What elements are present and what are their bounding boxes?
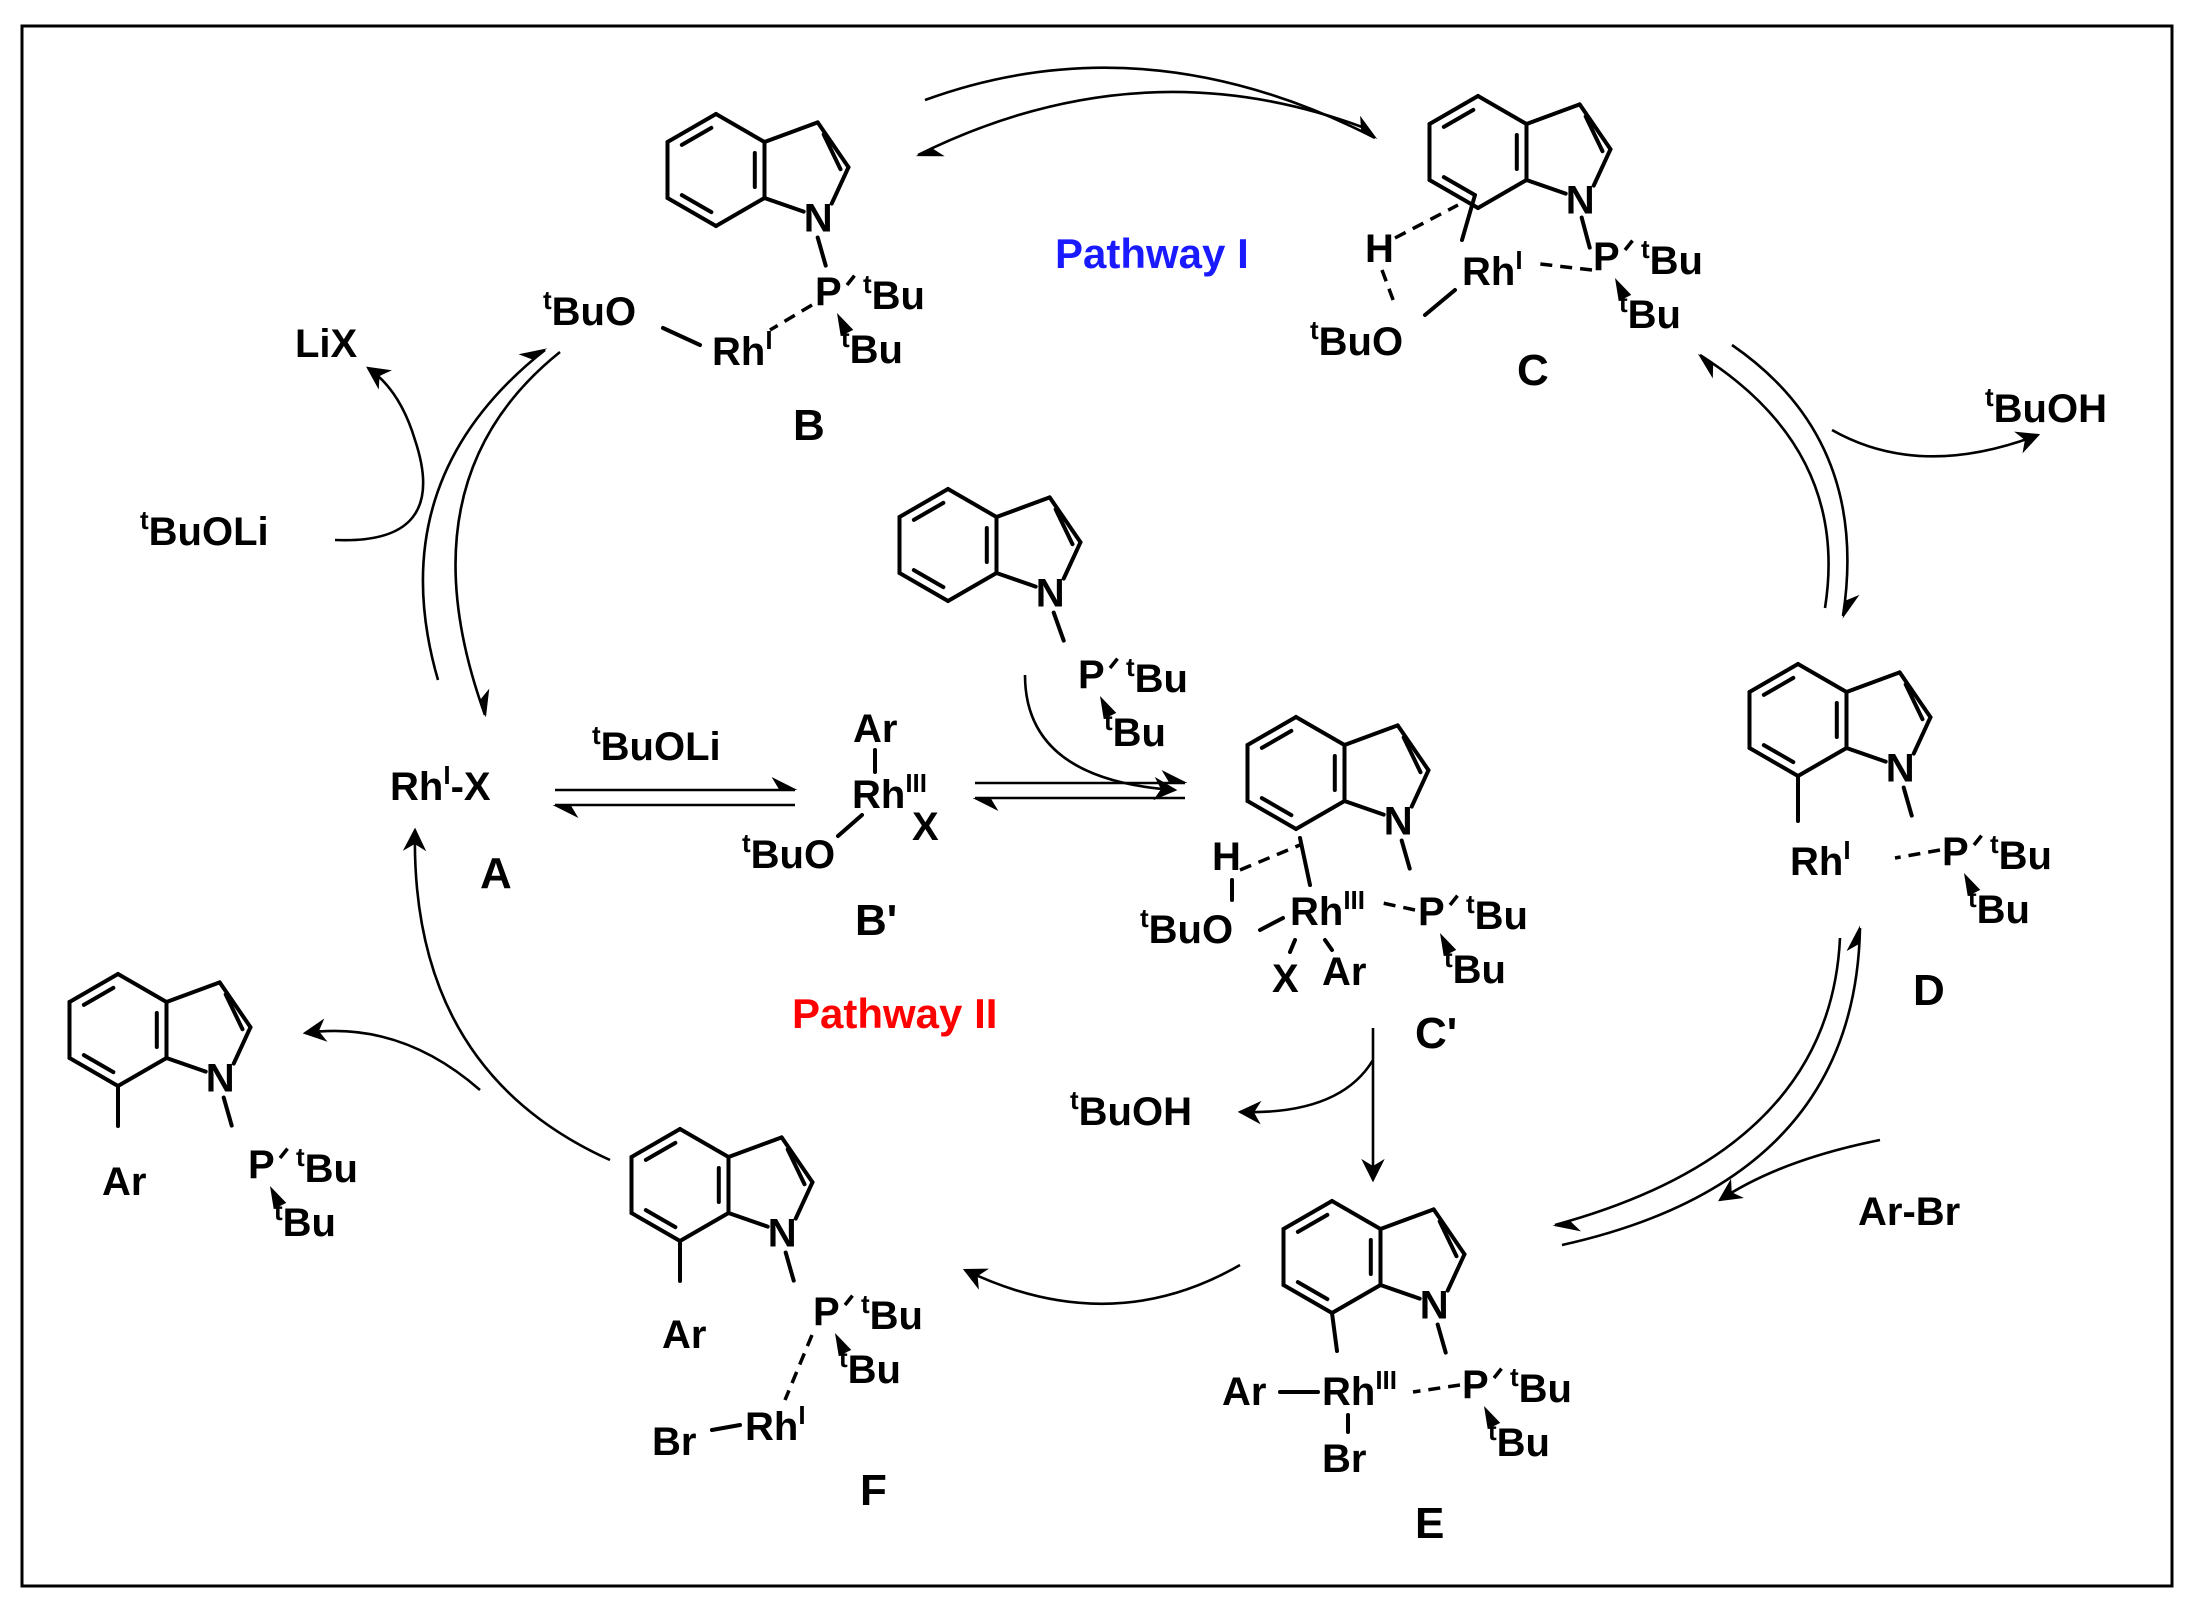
cp-tbu-2: tBu bbox=[1444, 943, 1506, 992]
b-tbu-1: tBu bbox=[863, 269, 925, 318]
b-rhodium: RhI bbox=[712, 325, 773, 374]
f-aryl: Ar bbox=[662, 1313, 706, 1357]
cp-rhodium: RhIII bbox=[1290, 885, 1365, 934]
b-tbuo: tBuO bbox=[543, 285, 636, 334]
product-aryl: Ar bbox=[102, 1160, 146, 1204]
bp-tbuo: tBuO bbox=[742, 828, 835, 877]
reagent-lix: LiX bbox=[295, 322, 358, 366]
f-rhodium: RhI bbox=[745, 1400, 806, 1449]
cp-phosphorus: P bbox=[1418, 890, 1445, 934]
d-tbu-1: tBu bbox=[1990, 829, 2052, 878]
compound-label-b-prime: B' bbox=[855, 896, 897, 945]
indole-nitrogen: N bbox=[804, 197, 833, 241]
reaction-arrows bbox=[302, 66, 2041, 1306]
indole-nitrogen: N bbox=[1566, 179, 1595, 223]
indole-nitrogen: N bbox=[768, 1212, 797, 1256]
f-phosphorus: P bbox=[813, 1290, 840, 1334]
c-tbu-1: tBu bbox=[1641, 234, 1703, 283]
compound-label-b: B bbox=[793, 401, 825, 450]
bp-rh: RhIII bbox=[852, 768, 927, 817]
reagent-ar-br: Ar-Br bbox=[1858, 1190, 1960, 1234]
compound-label-f: F bbox=[860, 1466, 887, 1515]
reagent-tbuoh-center: tBuOH bbox=[1070, 1085, 1192, 1134]
c-tbu-2: tBu bbox=[1619, 288, 1681, 337]
compound-label-c-prime: C' bbox=[1415, 1009, 1457, 1058]
compound-label-d: D bbox=[1913, 966, 1945, 1015]
e-aryl: Ar bbox=[1222, 1370, 1266, 1414]
f-bromine: Br bbox=[652, 1420, 696, 1464]
reagent-tbuoh-right: tBuOH bbox=[1985, 382, 2107, 431]
prod-phosphorus: P bbox=[248, 1143, 275, 1187]
e-tbu-1: tBu bbox=[1510, 1362, 1572, 1411]
e-tbu-2: tBu bbox=[1488, 1416, 1550, 1465]
indole-nitrogen: N bbox=[1420, 1284, 1449, 1328]
pathway-two-label: Pathway II bbox=[792, 990, 997, 1037]
free-tbu-2: tBu bbox=[1104, 706, 1166, 755]
free-phosphorus: P bbox=[1078, 653, 1105, 697]
e-rhodium: RhIII bbox=[1322, 1365, 1397, 1414]
d-tbu-2: tBu bbox=[1968, 883, 2030, 932]
c-tbuo: tBuO bbox=[1310, 315, 1403, 364]
cp-hydrogen: H bbox=[1212, 835, 1241, 879]
indole-nitrogen: N bbox=[206, 1057, 235, 1101]
bp-ar: Ar bbox=[853, 707, 897, 751]
compound-label-c: C bbox=[1517, 346, 1549, 395]
c-hydrogen: H bbox=[1365, 227, 1394, 271]
f-tbu-2: tBu bbox=[839, 1343, 901, 1392]
e-phosphorus: P bbox=[1462, 1363, 1489, 1407]
cp-tbu-1: tBu bbox=[1466, 889, 1528, 938]
indole-nitrogen: N bbox=[1036, 572, 1065, 616]
scheme-border bbox=[20, 24, 2174, 1588]
reagent-tbuoli-center: tBuOLi bbox=[592, 720, 721, 769]
bp-x: X bbox=[912, 805, 939, 849]
indole-nitrogen: N bbox=[1384, 800, 1413, 844]
cp-x: X bbox=[1272, 957, 1299, 1001]
b-phosphorus: P bbox=[815, 270, 842, 314]
compound-label-a: A bbox=[480, 849, 512, 898]
c-rhodium: RhI bbox=[1462, 245, 1523, 294]
free-tbu-1: tBu bbox=[1126, 652, 1188, 701]
f-tbu-1: tBu bbox=[861, 1289, 923, 1338]
species-rh-x: RhI-X bbox=[390, 760, 491, 809]
e-bromine: Br bbox=[1322, 1437, 1366, 1481]
prod-tbu-2: tBu bbox=[274, 1196, 336, 1245]
pathway-one-label: Pathway I bbox=[1055, 230, 1249, 277]
indole-nitrogen: N bbox=[1886, 747, 1915, 791]
cp-tbuo: tBuO bbox=[1140, 903, 1233, 952]
compound-label-e: E bbox=[1415, 1499, 1444, 1548]
c-phosphorus: P bbox=[1593, 235, 1620, 279]
d-phosphorus: P bbox=[1942, 830, 1969, 874]
prod-tbu-1: tBu bbox=[296, 1142, 358, 1191]
b-tbu-2: tBu bbox=[841, 323, 903, 372]
cp-ar: Ar bbox=[1322, 950, 1366, 994]
d-rhodium: RhI bbox=[1790, 835, 1851, 884]
reagent-tbuoli-left: tBuOLi bbox=[140, 505, 269, 554]
